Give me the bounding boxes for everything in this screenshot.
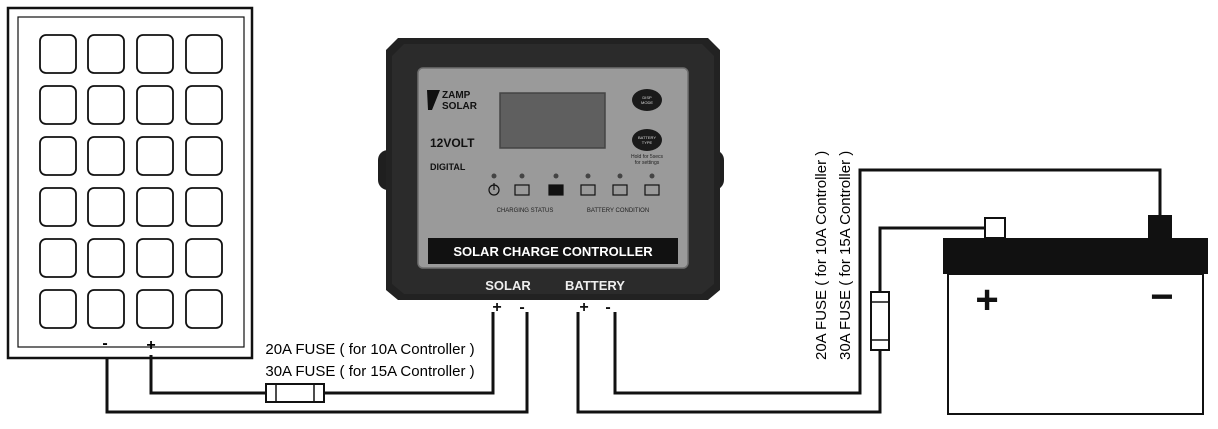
solar-minus-mark: - (519, 299, 524, 316)
status-led (585, 173, 591, 179)
battery-condition-label: BATTERY CONDITION (587, 208, 649, 214)
fuse-battery-label-2: 30A FUSE ( for 15A Controller ) (837, 151, 854, 360)
battery-negative-post (1148, 215, 1172, 238)
status-led (519, 173, 525, 179)
solar-panel-inner-frame (17, 16, 245, 348)
charge-controller: ZAMP SOLAR 12VOLT DIGITAL DISP MODE BATT… (378, 38, 724, 300)
solar-cell (136, 238, 174, 278)
status-leds (491, 173, 655, 179)
battery-terminal-label: BATTERY (565, 278, 625, 293)
battery-case (947, 273, 1204, 415)
controller-title-bar (428, 238, 678, 264)
status-led (617, 173, 623, 179)
panel-minus-label: - (102, 335, 107, 352)
battery-full-icon (548, 184, 564, 196)
status-led (491, 173, 497, 179)
solar-cell (39, 34, 77, 74)
fuse-panel-label-2: 30A FUSE ( for 15A Controller ) (265, 363, 474, 380)
battery-positive-post (984, 217, 1006, 239)
status-led (553, 173, 559, 179)
solar-cell (87, 238, 125, 278)
solar-cell (185, 187, 223, 227)
solar-panel: - + (6, 6, 254, 360)
wire-battery-negative (613, 168, 1162, 395)
wire-panel-negative (105, 312, 529, 414)
battery-low-icon (644, 184, 660, 196)
solar-cell (185, 289, 223, 329)
solar-terminal-label: SOLAR (485, 278, 531, 293)
disp-mode-button[interactable] (632, 89, 662, 111)
solar-cell (136, 136, 174, 176)
battery-mid-icon (612, 184, 628, 196)
solar-plus-mark: + (492, 299, 501, 316)
hold-note-1: Hold for 5secs (631, 154, 663, 160)
controller-faceplate (417, 67, 689, 269)
hold-note-2: for settings (635, 160, 660, 166)
wire-panel-positive-a (149, 355, 266, 395)
svg-text:BATTERY: BATTERY (638, 135, 656, 140)
svg-text:DISP: DISP (642, 95, 652, 100)
svg-text:TYPE: TYPE (642, 140, 653, 145)
mode-label: DIGITAL (430, 162, 466, 172)
solar-cell (87, 187, 125, 227)
fuse-battery-label-1: 20A FUSE ( for 10A Controller ) (813, 151, 830, 360)
solar-cell (185, 238, 223, 278)
solar-cell (185, 34, 223, 74)
solar-cell (136, 34, 174, 74)
solar-cell (136, 187, 174, 227)
solar-cell (87, 136, 125, 176)
battery-minus-label: − (1150, 275, 1173, 319)
solar-cell (39, 289, 77, 329)
solar-cell (39, 136, 77, 176)
wire-panel-positive-b (324, 312, 495, 395)
wires (105, 168, 1162, 414)
battery-high-icon (580, 184, 596, 196)
battery-plus-label: + (975, 278, 998, 322)
solar-cell (136, 85, 174, 125)
solar-cell (136, 289, 174, 329)
lcd-display (499, 92, 606, 149)
status-icons (488, 183, 660, 196)
solar-cell (185, 85, 223, 125)
solar-cell (185, 136, 223, 176)
solar-cell (87, 85, 125, 125)
status-led (649, 173, 655, 179)
fuse-battery (870, 291, 890, 351)
solar-cell (39, 85, 77, 125)
charging-status-label: CHARGING STATUS (497, 208, 554, 214)
fuse-panel (265, 383, 325, 403)
solar-cell (87, 289, 125, 329)
battery-charging-icon (514, 184, 530, 196)
voltage-label: 12VOLT (430, 136, 475, 150)
zamp-logo-icon (427, 90, 440, 110)
panel-plus-label: + (146, 337, 155, 354)
brand-line1: ZAMP (442, 90, 471, 101)
brand-line2: SOLAR (442, 101, 478, 112)
wire-battery-positive-a (576, 312, 882, 414)
solar-cell-grid (39, 34, 223, 329)
controller-title: SOLAR CHARGE CONTROLLER (453, 244, 653, 259)
svg-text:MODE: MODE (641, 100, 653, 105)
solar-cell (39, 187, 77, 227)
battery-minus-mark: - (605, 299, 610, 316)
solar-cell (39, 238, 77, 278)
fuse-panel-label-1: 20A FUSE ( for 10A Controller ) (265, 341, 474, 358)
battery-lid (943, 238, 1208, 274)
battery: + − (943, 215, 1208, 415)
solar-cell (87, 34, 125, 74)
battery-type-button[interactable] (632, 129, 662, 151)
battery-plus-mark: + (579, 299, 588, 316)
